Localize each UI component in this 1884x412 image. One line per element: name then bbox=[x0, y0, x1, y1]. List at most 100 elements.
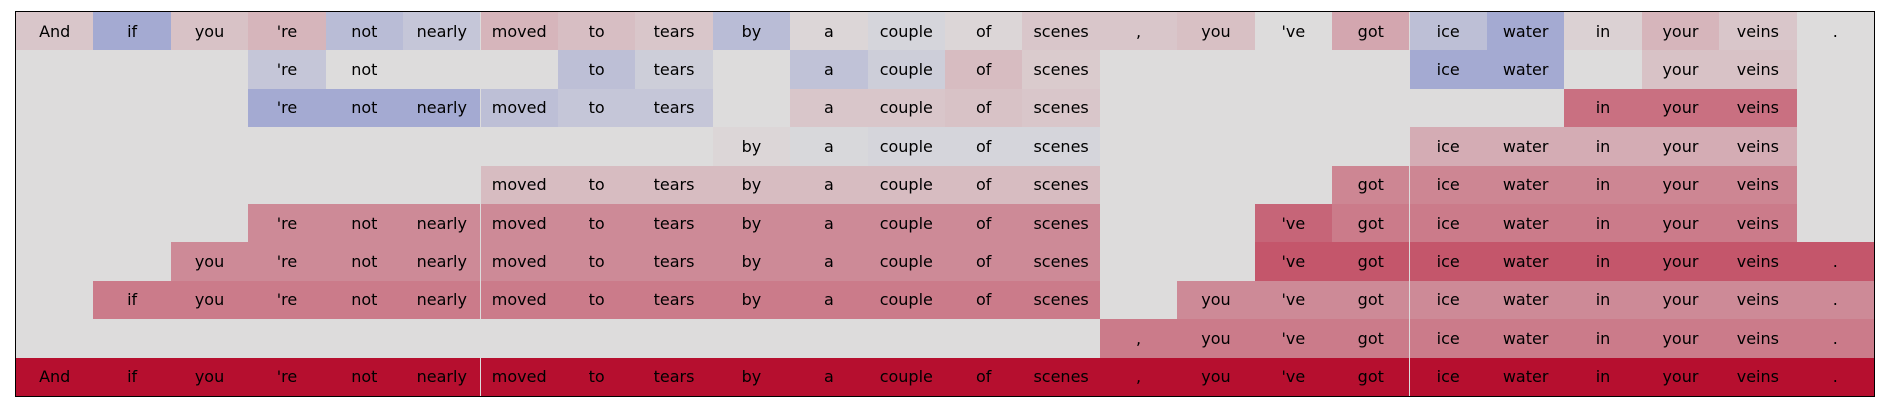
heatmap-cell: 're bbox=[248, 242, 326, 281]
heatmap-cell: scenes bbox=[1022, 357, 1100, 396]
heatmap-cell: of bbox=[945, 88, 1023, 128]
heatmap-cell: 've bbox=[1254, 12, 1333, 51]
heatmap-cell: 're bbox=[248, 204, 326, 243]
heatmap-cell: not bbox=[325, 204, 404, 243]
heatmap-cell: a bbox=[790, 204, 868, 243]
heatmap-cell: nearly bbox=[403, 242, 481, 281]
heatmap-cell: in bbox=[1564, 12, 1642, 51]
heatmap-cell: to bbox=[557, 357, 636, 396]
heatmap-cell: ice bbox=[1409, 319, 1487, 358]
heatmap-cell: in bbox=[1564, 357, 1642, 396]
heatmap-cell: in bbox=[1564, 127, 1642, 166]
heatmap-cell: veins bbox=[1719, 165, 1797, 204]
heatmap-cell: of bbox=[945, 242, 1023, 281]
heatmap-cell: by bbox=[712, 165, 791, 204]
heatmap-cell: water bbox=[1486, 319, 1565, 358]
heatmap-cell: if bbox=[93, 12, 171, 51]
heatmap-cell: , bbox=[1099, 357, 1178, 396]
heatmap-cell: 're bbox=[248, 50, 326, 89]
heatmap-cell: your bbox=[1641, 127, 1720, 166]
heatmap-cell: nearly bbox=[403, 357, 481, 396]
heatmap-cell: tears bbox=[635, 204, 713, 243]
heatmap-cell: got bbox=[1332, 12, 1410, 51]
heatmap-cell: ice bbox=[1409, 127, 1487, 166]
heatmap-cell: 're bbox=[248, 88, 326, 128]
heatmap-cell: a bbox=[790, 12, 868, 51]
heatmap-cell: water bbox=[1486, 357, 1565, 396]
heatmap-cell: 've bbox=[1254, 319, 1333, 358]
heatmap-cell: tears bbox=[635, 357, 713, 396]
heatmap-cell: water bbox=[1486, 204, 1565, 243]
heatmap-cell: scenes bbox=[1022, 280, 1100, 320]
heatmap-cell: by bbox=[712, 204, 791, 243]
heatmap-cell: in bbox=[1564, 280, 1642, 320]
heatmap-cell: couple bbox=[867, 50, 945, 89]
heatmap-cell: you bbox=[1177, 12, 1255, 51]
heatmap-cell: ice bbox=[1409, 357, 1487, 396]
heatmap-cell: couple bbox=[867, 357, 945, 396]
heatmap-cell: tears bbox=[635, 242, 713, 281]
heatmap-cell: moved bbox=[480, 165, 558, 204]
heatmap-cell: by bbox=[712, 127, 791, 166]
heatmap-cell: in bbox=[1564, 204, 1642, 243]
heatmap-cell: ice bbox=[1409, 242, 1487, 281]
heatmap-cell: water bbox=[1486, 50, 1565, 89]
heatmap-cell: you bbox=[1177, 319, 1255, 358]
heatmap-cell: tears bbox=[635, 12, 713, 51]
heatmap-cell: your bbox=[1641, 165, 1720, 204]
heatmap-cell: scenes bbox=[1022, 88, 1100, 128]
heatmap-cell: 've bbox=[1254, 280, 1333, 320]
heatmap-cell: scenes bbox=[1022, 242, 1100, 281]
heatmap-cell: veins bbox=[1719, 12, 1797, 51]
heatmap-cell: veins bbox=[1719, 127, 1797, 166]
heatmap-cell: a bbox=[790, 357, 868, 396]
heatmap-cell: couple bbox=[867, 88, 945, 128]
heatmap-cell: , bbox=[1099, 12, 1178, 51]
heatmap-cell: a bbox=[790, 242, 868, 281]
heatmap-cell: to bbox=[557, 242, 636, 281]
heatmap-cell: your bbox=[1641, 204, 1720, 243]
heatmap-cell: moved bbox=[480, 12, 558, 51]
heatmap-cell: to bbox=[557, 88, 636, 128]
heatmap-cell: water bbox=[1486, 127, 1565, 166]
heatmap-cell: a bbox=[790, 88, 868, 128]
heatmap-cell: And bbox=[16, 12, 94, 51]
heatmap-cell: got bbox=[1332, 242, 1410, 281]
heatmap-cell: . bbox=[1796, 280, 1874, 320]
heatmap-cell: 've bbox=[1254, 357, 1333, 396]
heatmap-cell: by bbox=[712, 242, 791, 281]
heatmap-cell: not bbox=[325, 357, 404, 396]
heatmap-cell: in bbox=[1564, 88, 1642, 128]
heatmap-cell: your bbox=[1641, 88, 1720, 128]
heatmap-cell: moved bbox=[480, 88, 558, 128]
heatmap-cell: to bbox=[557, 204, 636, 243]
heatmap-cell: your bbox=[1641, 12, 1720, 51]
heatmap-cell: scenes bbox=[1022, 204, 1100, 243]
heatmap-cell: , bbox=[1099, 319, 1178, 358]
heatmap-cell: your bbox=[1641, 242, 1720, 281]
heatmap-cell: nearly bbox=[403, 280, 481, 320]
heatmap-cell: veins bbox=[1719, 280, 1797, 320]
heatmap-cell: . bbox=[1796, 12, 1874, 51]
heatmap-cell: of bbox=[945, 50, 1023, 89]
heatmap-cell: got bbox=[1332, 319, 1410, 358]
heatmap-cell: you bbox=[170, 357, 249, 396]
heatmap-cell: a bbox=[790, 127, 868, 166]
heatmap-cell: moved bbox=[480, 357, 558, 396]
heatmap-cell: 're bbox=[248, 280, 326, 320]
heatmap-cell: you bbox=[1177, 357, 1255, 396]
heatmap-cell: to bbox=[557, 280, 636, 320]
heatmap-cell: not bbox=[325, 88, 404, 128]
heatmap-cell: a bbox=[790, 280, 868, 320]
heatmap-cell: And bbox=[16, 357, 94, 396]
heatmap-cell: ice bbox=[1409, 165, 1487, 204]
heatmap-cell: in bbox=[1564, 165, 1642, 204]
heatmap-cell: couple bbox=[867, 242, 945, 281]
heatmap-cell: of bbox=[945, 280, 1023, 320]
heatmap-cell: couple bbox=[867, 127, 945, 166]
heatmap-cell: by bbox=[712, 357, 791, 396]
heatmap-cell: scenes bbox=[1022, 50, 1100, 89]
heatmap-cell: water bbox=[1486, 165, 1565, 204]
heatmap-cell: . bbox=[1796, 357, 1874, 396]
